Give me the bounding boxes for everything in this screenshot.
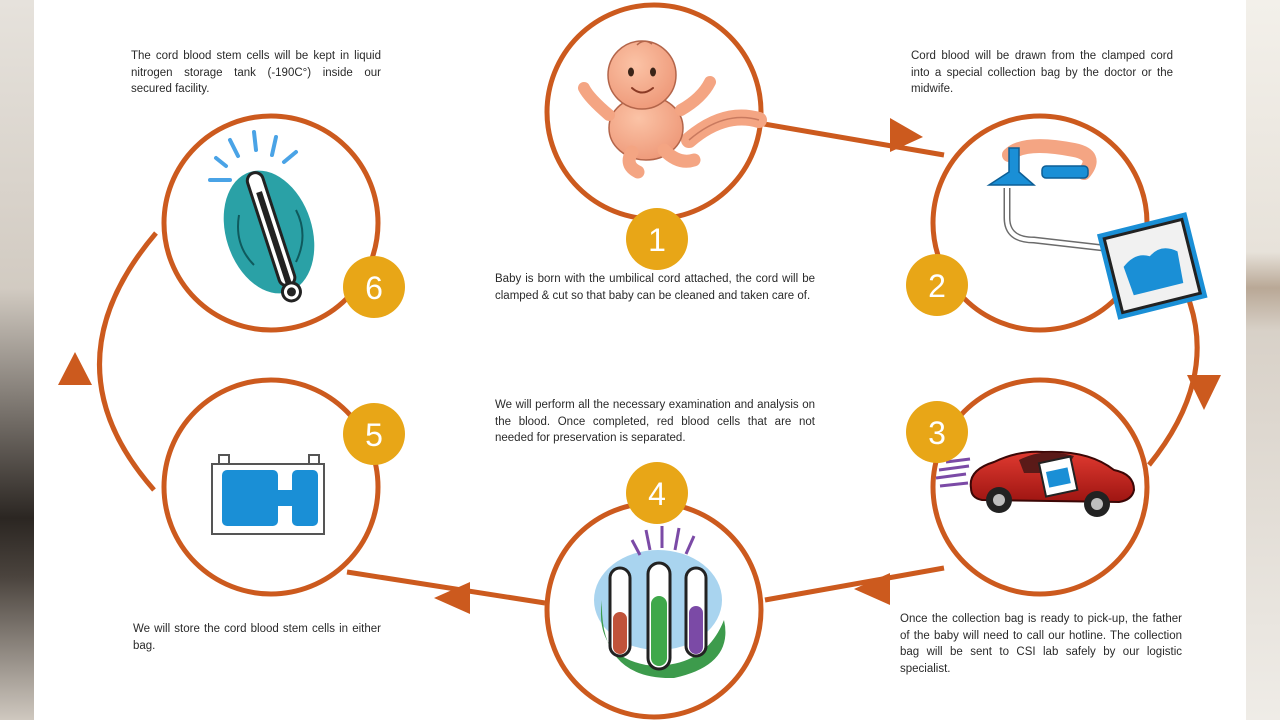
- collection-bag-icon: [986, 139, 1208, 320]
- step-2-description: Cord blood will be drawn from the clampe…: [911, 50, 1173, 95]
- step-5-number: 5: [365, 417, 383, 453]
- step-6-badge: 6: [343, 256, 405, 318]
- connector-4-5: [346, 569, 546, 606]
- storage-bag-icon: [211, 454, 325, 535]
- arrow-to-step-3: [1187, 375, 1221, 410]
- step-6-number: 6: [365, 270, 383, 306]
- connector-5-6: [97, 231, 158, 492]
- car-icon: [935, 450, 1136, 517]
- connector-3-4: [764, 565, 945, 603]
- background-right-edge: [1246, 0, 1280, 720]
- step-5-description: We will store the cord blood stem cells …: [133, 623, 381, 652]
- step-2-badge: 2: [906, 254, 968, 316]
- slide: 1 2 3 4 5 6 Baby is born with the umbili…: [34, 0, 1246, 720]
- arrow-to-step-2: [890, 118, 923, 152]
- test-tubes-icon: [594, 526, 726, 679]
- step-1-number: 1: [648, 222, 666, 258]
- step-4-description: We will perform all the necessary examin…: [495, 399, 815, 444]
- cycle-diagram: 1 2 3 4 5 6: [58, 2, 1221, 720]
- baby-icon: [578, 40, 767, 179]
- thermometer-icon: [208, 130, 315, 303]
- step-4-badge: 4: [626, 462, 688, 524]
- background-left-edge: [0, 0, 34, 720]
- cycle-arrows: [58, 118, 1221, 614]
- step-6-description: The cord blood stem cells will be kept i…: [131, 50, 381, 95]
- step-1-description: Baby is born with the umbilical cord att…: [495, 273, 815, 302]
- step-1-badge: 1: [626, 208, 688, 270]
- connector-1-2: [763, 121, 945, 158]
- step-3-badge: 3: [906, 401, 968, 463]
- step-3-description: Once the collection bag is ready to pick…: [900, 613, 1182, 675]
- step-5-badge: 5: [343, 403, 405, 465]
- step-2-number: 2: [928, 268, 946, 304]
- arrow-to-step-4: [854, 573, 890, 605]
- arrow-to-step-5: [434, 582, 470, 614]
- step-4-number: 4: [648, 476, 666, 512]
- step-3-number: 3: [928, 415, 946, 451]
- arrow-to-step-6: [58, 352, 92, 385]
